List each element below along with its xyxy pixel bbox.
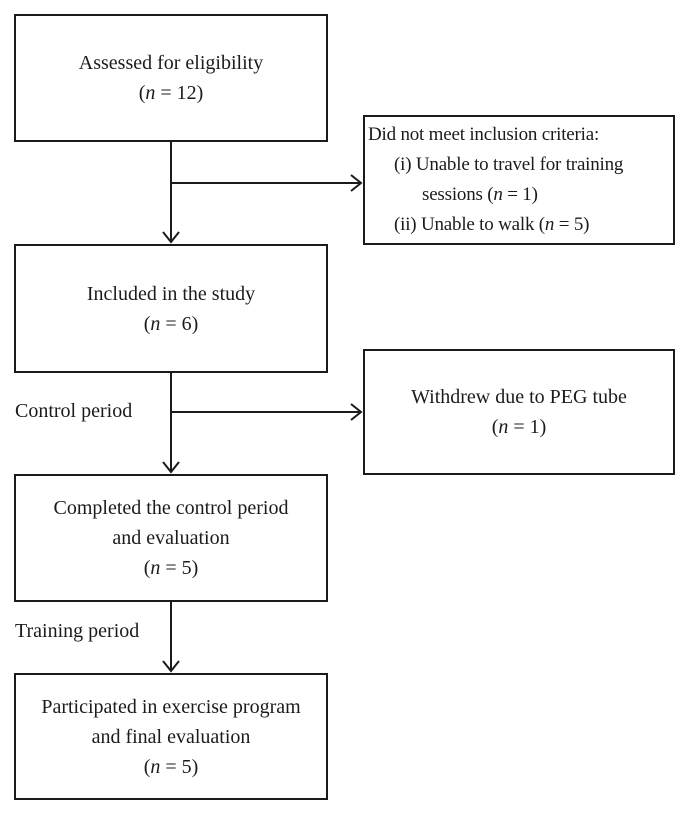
arrow-assessed-to-included-head [162, 231, 180, 244]
node-line: sessions (n = 1) [422, 184, 538, 205]
node-did-not-meet-criteria: Did not meet inclusion criteria: (i) Unab… [363, 115, 675, 245]
node-assessed-eligibility: Assessed for eligibility (n = 12) [14, 14, 328, 142]
node-line: Did not meet inclusion criteria: [368, 124, 600, 145]
node-withdrew-peg-tube: Withdrew due to PEG tube (n = 1) [363, 349, 675, 475]
node-line: (n = 12) [138, 82, 204, 104]
node-completed-control-period: Completed the control period and evaluati… [14, 474, 328, 602]
node-line: and evaluation [112, 527, 230, 549]
node-line: Completed the control period [53, 497, 289, 519]
arrow-to-withdrew-head [350, 403, 363, 421]
node-line: (ii) Unable to walk (n = 5) [394, 214, 590, 235]
node-participated-exercise-program: Participated in exercise program and fina… [14, 673, 328, 800]
node-line: (n = 6) [143, 312, 199, 335]
arrow-included-to-completed-head [162, 461, 180, 474]
arrow-to-criteria-head [350, 174, 363, 192]
node-line: Included in the study [86, 282, 256, 305]
node-line: Assessed for eligibility [78, 52, 264, 74]
node-line: (n = 5) [143, 755, 199, 778]
edge-label-control-period: Control period [15, 400, 133, 422]
arrow-completed-to-participated-head [162, 660, 180, 673]
node-line: (n = 5) [143, 557, 199, 579]
node-line: (i) Unable to travel for training [394, 154, 624, 175]
node-line: (n = 1) [491, 416, 547, 438]
edge-label-training-period: Training period [15, 620, 140, 642]
node-included-in-study: Included in the study (n = 6) [14, 244, 328, 373]
node-line: Participated in exercise program [41, 695, 301, 718]
node-line: Withdrew due to PEG tube [411, 386, 627, 408]
node-line: and final evaluation [91, 725, 251, 748]
